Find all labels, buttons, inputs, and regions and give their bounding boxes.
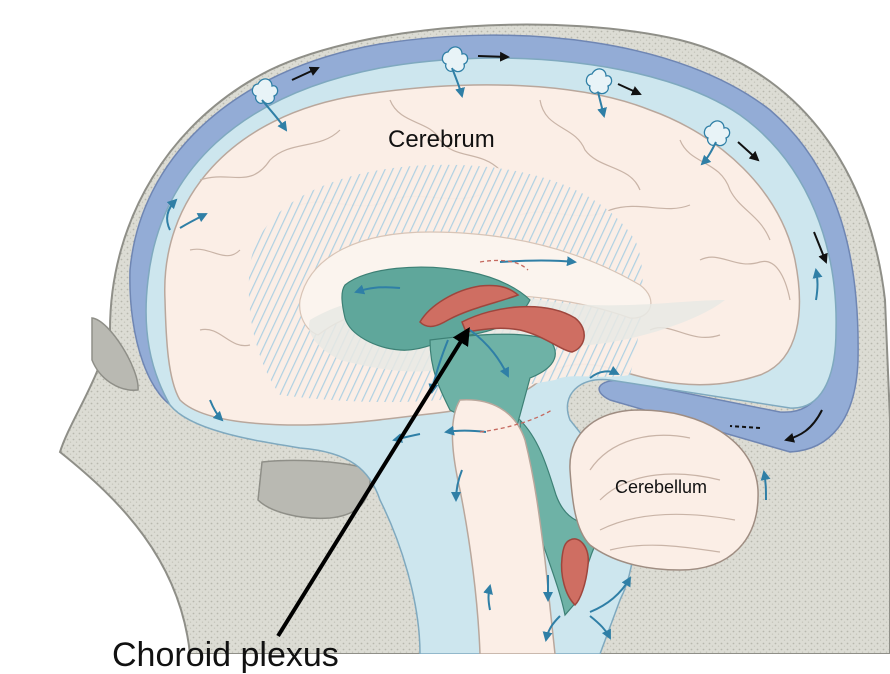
arachnoid-granulation-icon — [251, 46, 731, 147]
cerebrum-label: Cerebrum — [388, 126, 495, 153]
brainstem — [451, 399, 556, 654]
dashed-pathway — [479, 259, 553, 433]
sinus-flow-arrows — [291, 51, 828, 443]
choroid-plexus-lateral — [419, 284, 520, 328]
cerebellum — [569, 409, 759, 571]
brain-csf-diagram — [58, 23, 890, 654]
choroid-plexus-fourth — [560, 538, 589, 607]
choroid-plexus-third — [461, 305, 585, 353]
csf-flow-arrow-icon — [166, 67, 823, 642]
cerebellum-label: Cerebellum — [615, 477, 708, 497]
choroid-plexus-label: Choroid plexus — [112, 636, 339, 674]
pointer-arrow — [276, 326, 470, 638]
